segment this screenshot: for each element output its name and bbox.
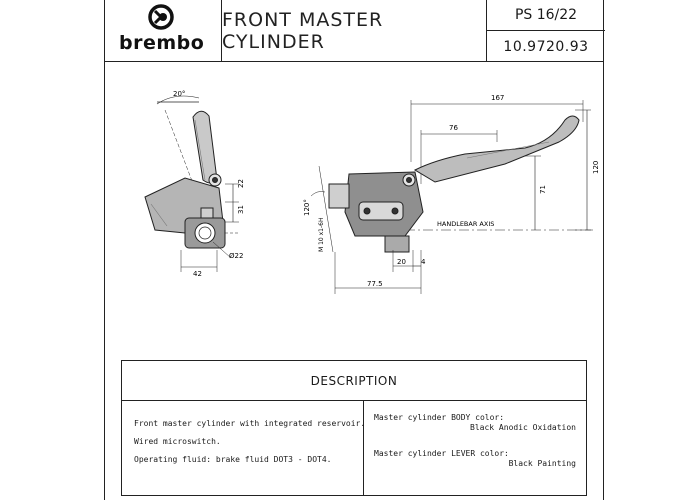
dim-77-5: 77.5 (367, 280, 383, 288)
title-block: brembo FRONT MASTER CYLINDER PS 16/22 10… (105, 0, 605, 62)
dim-22: 22 (237, 179, 245, 188)
description-line: Wired microswitch. (134, 437, 221, 446)
thread-spec: M 10 x1-6H (318, 218, 325, 253)
dim-4: 4 (421, 258, 426, 266)
title-cell: FRONT MASTER CYLINDER (222, 0, 487, 62)
dim-angle-20: 20° (173, 90, 185, 98)
dim-120: 120 (592, 161, 600, 174)
description-box: DESCRIPTION Front master cylinder with i… (121, 360, 587, 496)
code-cell: PS 16/22 10.9720.93 (487, 0, 605, 62)
drawing-sheet: brembo FRONT MASTER CYLINDER PS 16/22 10… (104, 0, 605, 500)
technical-drawing: 20° 22 31 42 Ø22 (144, 90, 600, 294)
front-view (310, 100, 593, 294)
page-title: FRONT MASTER CYLINDER (222, 9, 384, 53)
dim-diameter: Ø22 (229, 252, 243, 260)
ref-code: PS 16/22 (487, 0, 605, 31)
dim-angle-120: 120° (303, 199, 311, 216)
body-color-value: Black Anodic Oxidation (470, 423, 576, 432)
part-number: 10.9720.93 (503, 38, 589, 55)
handlebar-axis-label: HANDLEBAR AXIS (437, 220, 494, 228)
lever-color-value: Black Painting (508, 459, 576, 468)
brand-wordmark: brembo (119, 32, 205, 54)
body-color-label: Master cylinder BODY color: (374, 413, 505, 422)
brembo-mark-icon (148, 4, 174, 30)
description-heading: DESCRIPTION (122, 361, 586, 401)
dim-71: 71 (539, 185, 547, 194)
description-line: Operating fluid: brake fluid DOT3 - DOT4… (134, 455, 332, 464)
lever-color-label: Master cylinder LEVER color: (374, 449, 509, 458)
dim-31: 31 (237, 205, 245, 214)
dim-20: 20 (397, 258, 406, 266)
dim-76: 76 (449, 124, 458, 132)
description-text: Front master cylinder with integrated re… (122, 401, 366, 495)
brand-logo: brembo (105, 0, 222, 62)
color-specs: Master cylinder BODY color: Black Anodic… (364, 401, 586, 495)
side-view (144, 95, 239, 272)
dim-42: 42 (193, 270, 202, 278)
dim-167: 167 (491, 94, 504, 102)
description-line: Front master cylinder with integrated re… (134, 419, 366, 428)
